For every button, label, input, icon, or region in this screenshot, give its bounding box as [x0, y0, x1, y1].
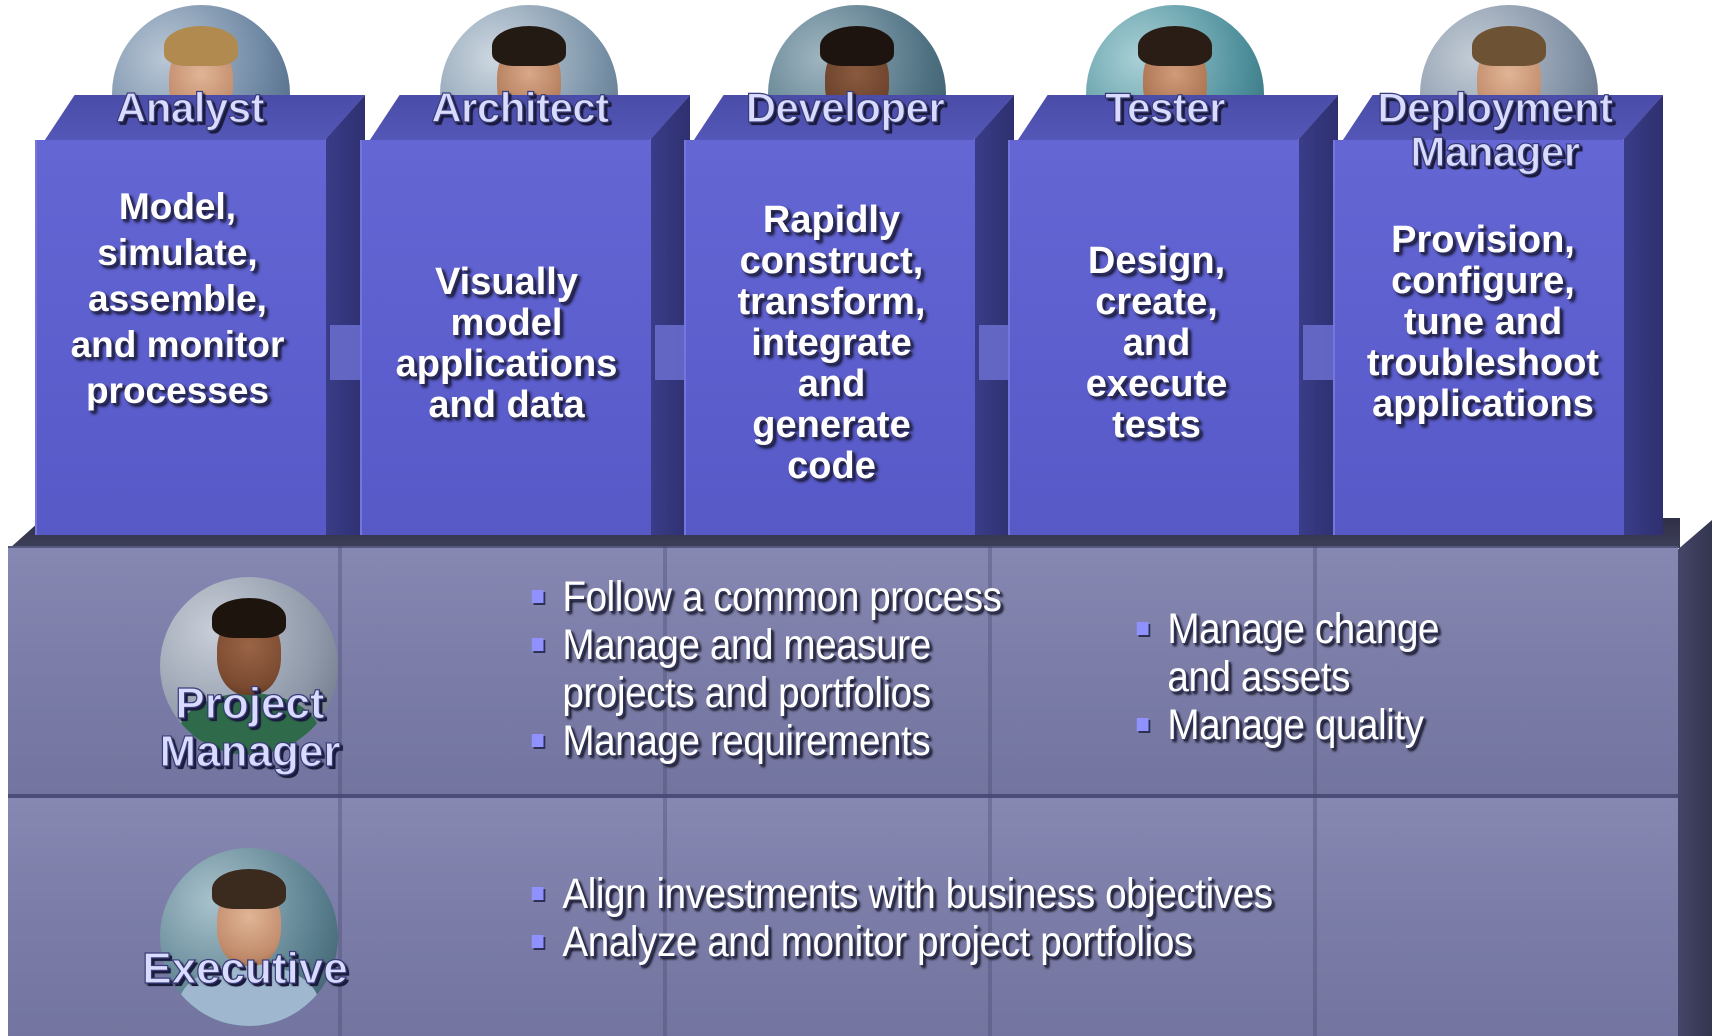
list-item: Manage requirements: [530, 717, 1002, 765]
platform-side-edge: [1676, 520, 1712, 1036]
role-title-analyst: Analyst: [115, 84, 265, 131]
pillar-architect: [360, 95, 690, 535]
executive-title: Executive: [142, 944, 349, 993]
list-item: Manage quality: [1135, 701, 1439, 749]
role-title-developer: Developer: [745, 84, 945, 131]
project-manager-title: Project Manager: [159, 679, 341, 776]
bullet-square-icon: [531, 590, 544, 603]
role-description-deployment-manager: Provision, configure, tune and troublesh…: [1366, 219, 1600, 425]
role-description-developer: Rapidly construct, transform, integrate …: [737, 199, 926, 487]
list-item: Align investments with business objectiv…: [530, 870, 1273, 918]
project-manager-bullets-left: Follow a common process Manage and measu…: [530, 573, 1002, 765]
executive-avatar: [160, 848, 338, 1026]
project-manager-avatar: [160, 577, 338, 755]
role-title-deployment-manager: Deployment Manager: [1377, 84, 1614, 175]
pillar-tester: [1008, 95, 1338, 535]
pillar-analyst: [35, 95, 365, 535]
pillar-deployment-manager: [1333, 95, 1663, 535]
role-title-architect: Architect: [431, 84, 610, 131]
list-item: Analyze and monitor project portfolios: [530, 918, 1273, 966]
bullet-square-icon: [531, 887, 544, 900]
pillar-developer: [684, 95, 1014, 535]
bullet-square-icon: [1136, 718, 1149, 731]
bullet-square-icon: [531, 935, 544, 948]
bullet-square-icon: [1136, 622, 1149, 635]
executive-bullets: Align investments with business objectiv…: [530, 870, 1273, 966]
bullet-square-icon: [531, 638, 544, 651]
role-description-analyst: Model, simulate, assemble, and monitor p…: [70, 186, 285, 411]
list-item: Follow a common process: [530, 573, 1002, 621]
pillar-bases: [8, 546, 1678, 1036]
role-description-architect: Visually model applications and data: [395, 261, 618, 426]
role-title-tester: Tester: [1104, 84, 1226, 131]
bullet-square-icon: [531, 734, 544, 747]
role-description-tester: Design, create, and execute tests: [1085, 240, 1228, 446]
